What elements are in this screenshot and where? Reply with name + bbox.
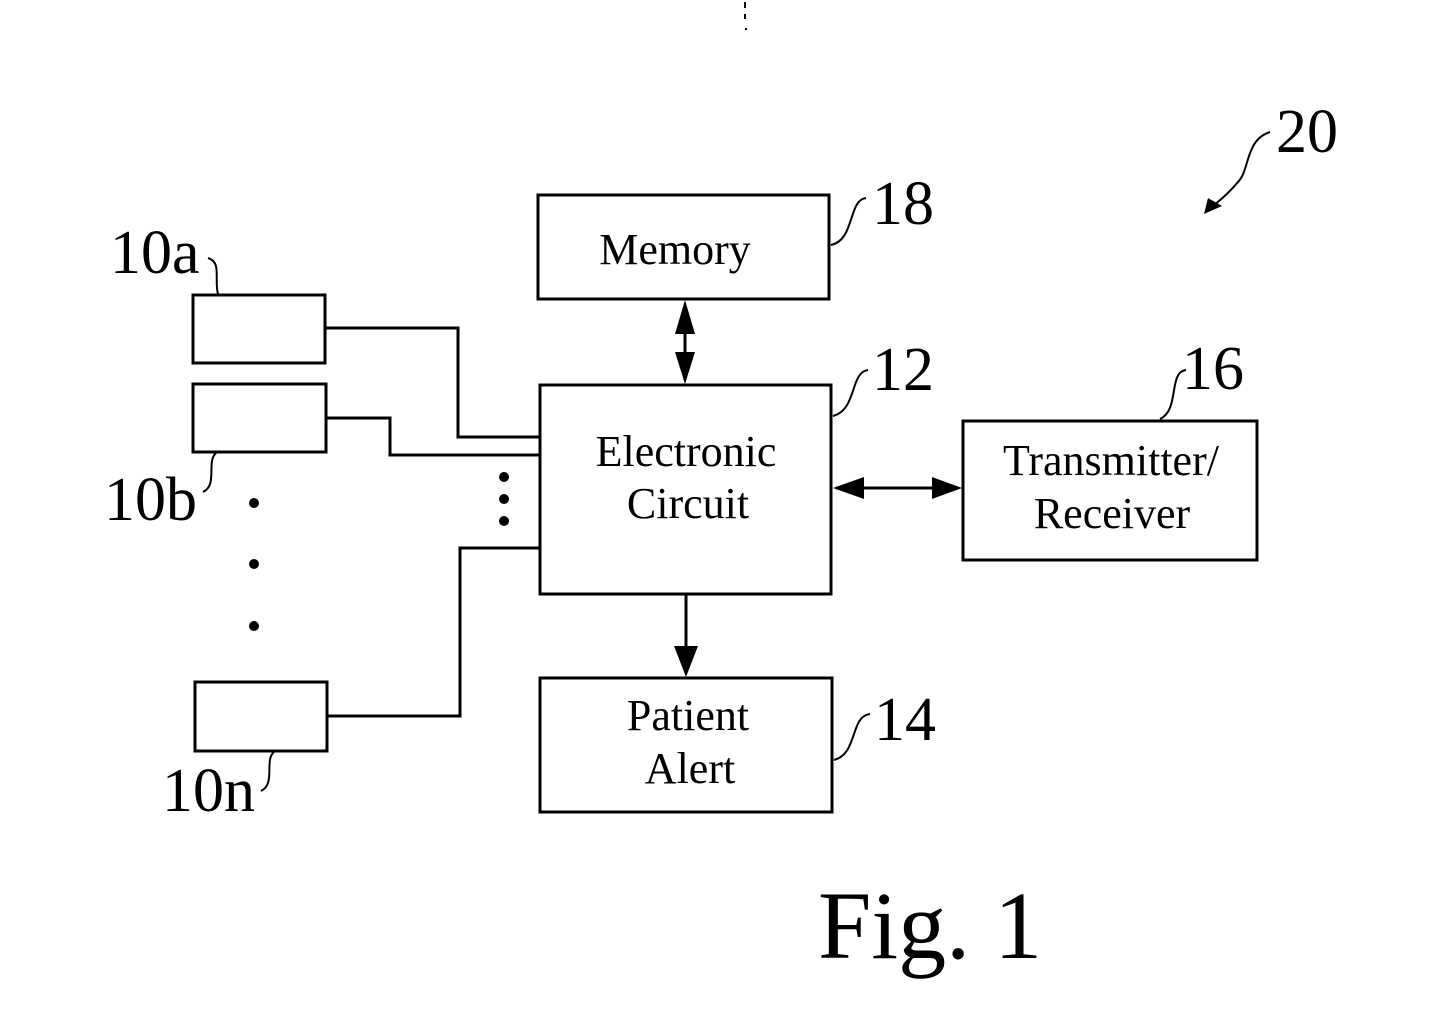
sensor-ref-label: 10n bbox=[162, 757, 255, 825]
leader-arrow bbox=[1208, 132, 1270, 210]
scan-artifact bbox=[744, 2, 747, 30]
wire-ellipsis bbox=[499, 472, 509, 526]
transceiver-label-line2: Receiver bbox=[1034, 489, 1191, 538]
sensor-10n: 10n bbox=[162, 682, 327, 825]
sensor-box-10n bbox=[195, 682, 327, 751]
alert-label-line2: Alert bbox=[645, 744, 735, 793]
alert-label-line1: Patient bbox=[627, 691, 749, 740]
circuit-label-line1: Electronic bbox=[596, 427, 777, 476]
memory-ref: 18 bbox=[872, 170, 934, 238]
circuit-block: Electronic Circuit 12 bbox=[540, 336, 934, 594]
transceiver-block: Transmitter/ Receiver 16 bbox=[963, 335, 1257, 560]
memory-block: Memory 18 bbox=[538, 170, 934, 299]
alert-block: Patient Alert 14 bbox=[540, 678, 936, 812]
circuit-label-line2: Circuit bbox=[627, 479, 749, 528]
system-ref-label: 20 bbox=[1276, 98, 1338, 166]
sensor-ref-label: 10b bbox=[104, 466, 197, 534]
sensor-10a: 10a bbox=[110, 219, 325, 363]
system-ref: 20 bbox=[1204, 98, 1338, 214]
arrow-memory-circuit bbox=[675, 300, 695, 384]
leader-line bbox=[203, 453, 216, 492]
leader-line bbox=[831, 198, 866, 245]
sensor-ref-label: 10a bbox=[110, 219, 200, 287]
wire-10n bbox=[328, 548, 540, 716]
sensor-10b: 10b bbox=[104, 384, 326, 534]
sensor-box-10b bbox=[193, 384, 326, 452]
leader-line bbox=[834, 714, 870, 760]
leader-line bbox=[261, 752, 274, 791]
circuit-ref: 12 bbox=[872, 336, 934, 404]
transceiver-label-line1: Transmitter/ bbox=[1003, 436, 1220, 485]
arrow-circuit-transceiver bbox=[833, 477, 962, 499]
transceiver-ref: 16 bbox=[1182, 335, 1244, 403]
figure-caption: Fig. 1 bbox=[818, 872, 1042, 979]
arrow-circuit-alert bbox=[674, 595, 698, 677]
sensor-box-10a bbox=[193, 295, 325, 363]
alert-ref: 14 bbox=[874, 686, 936, 754]
leader-line bbox=[208, 258, 218, 294]
leader-line bbox=[833, 370, 868, 416]
sensor-ellipsis bbox=[249, 498, 259, 631]
wire-10a bbox=[326, 328, 540, 437]
memory-label: Memory bbox=[599, 225, 751, 274]
